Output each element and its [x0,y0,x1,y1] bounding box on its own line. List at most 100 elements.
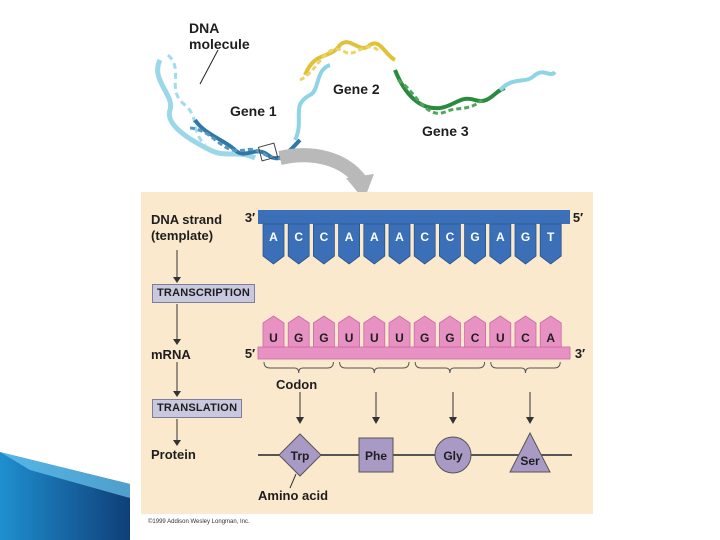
dna-base-letter: A [370,230,379,244]
mrna-base-letter: U [370,331,379,345]
amino-acid-name-trp: Trp [291,449,310,463]
flow-arrow-4-head [173,440,181,446]
dna-base-11: T [539,223,562,265]
dna-base-6: C [413,223,436,265]
mrna-base-tooth [338,315,360,348]
codon-arrow-3-head [526,417,534,424]
mrna-base-10: C [514,315,537,348]
mrna-base-tooth [363,315,386,348]
dna-strand-light-right [498,70,557,92]
dna-base-0: A [262,223,285,265]
dna-base-2: C [313,223,335,265]
dna-backbone [258,210,570,224]
mrna-base-tooth [514,315,537,348]
zoom-arrowhead [346,174,374,200]
mrna-base-letter: G [445,331,454,345]
dna-base-tooth [514,223,537,265]
mrna-base-letter: G [294,331,303,345]
dna-base-letter: A [395,230,404,244]
gene1-label: Gene 1 [230,103,277,119]
dna-base-letter: T [547,230,555,244]
mrna-base-tooth [539,315,562,348]
mrna-base-letter: U [345,331,354,345]
amino-acid-name-phe: Phe [365,449,387,463]
dna-base-tooth [388,223,411,265]
mrna-base-letter: U [395,331,404,345]
dna-base-letter: A [496,230,505,244]
mrna-backbone [257,346,571,360]
dna-strand-light-left [155,58,257,161]
dna-base-tooth [363,223,386,265]
mrna-base-2: G [313,315,335,348]
mrna-base-letter: G [319,331,328,345]
mrna-base-1: G [287,315,310,348]
dna-base-tooth [464,223,486,265]
dna-strand-label: DNA strand [151,212,223,227]
copyright-text: ©1999 Addison Wesley Longman, Inc. [148,519,250,525]
mrna-base-8: C [464,315,486,348]
gene3-strand [393,69,506,111]
mrna-base-tooth [413,315,436,348]
dna-base-9: A [489,223,512,265]
mrna-base-letter: U [496,331,505,345]
amino-acid-label: Amino acid [258,488,329,503]
gene2-strand-2 [299,45,379,82]
dna-5prime-end: 5′ [573,210,583,225]
dna-template-label: (template) [151,228,214,243]
codon-label: Codon [276,377,318,392]
mrna-base-6: G [413,315,436,348]
transcription-step-box: TRANSCRIPTION [152,284,256,303]
mrna-base-tooth [464,315,486,348]
dna-base-3: A [338,223,360,265]
dna-base-tooth [413,223,436,265]
amino-acid-square-phe [358,437,394,473]
mrna-base-tooth [489,315,512,348]
dna-base-letter: C [420,230,429,244]
dna-base-letter: C [446,230,455,244]
dna-strand-light-mid [293,63,331,141]
codon-arrow-2-head [449,417,457,424]
mrna-3prime-end: 3′ [575,346,585,361]
dna-base-tooth [262,223,285,265]
mrna-base-9: U [489,315,512,348]
dna-molecule-illustration [155,40,557,200]
dna-base-letter: G [521,230,530,244]
mrna-base-7: G [439,315,461,348]
dna-strand-light-left-2 [166,53,207,147]
mrna-base-5: U [388,315,411,348]
dna-base-5: A [388,223,411,265]
gene3-label: Gene 3 [422,123,469,139]
mrna-base-3: U [338,315,360,348]
dna-base-7: C [439,223,461,265]
dna-base-letter: G [470,230,479,244]
amino-acid-name-ser: Ser [520,454,540,468]
dna-base-tooth [489,223,512,265]
dna-base-letter: A [345,230,354,244]
mrna-base-11: A [539,315,562,348]
gene2-label: Gene 2 [333,81,380,97]
dna-base-letter: C [320,230,329,244]
dna-base-1: C [287,223,310,265]
dna-base-8: G [464,223,486,265]
mrna-base-tooth [313,315,335,348]
amino-acid-diamond-trp [278,433,322,477]
protein-label: Protein [151,447,196,462]
mrna-base-tooth [287,315,310,348]
flow-arrow-3-head [173,391,181,397]
gene1-zoom-box [257,142,279,162]
dna-base-letter: A [269,230,278,244]
codon-arrow-0-head [296,417,304,424]
flow-arrow-1-head [173,277,181,283]
zoom-arrow [278,148,366,185]
mrna-base-letter: G [420,331,429,345]
mrna-base-letter: A [546,331,555,345]
mrna-base-letter: C [471,331,480,345]
codon-brace-1 [339,361,410,374]
amino-acid-triangle-ser [509,431,551,473]
gene3-strand-2 [397,78,483,115]
dna-base-letter: C [294,230,303,244]
mrna-5prime-end: 5′ [245,346,255,361]
mrna-base-letter: C [521,331,530,345]
mrna-base-0: U [262,315,285,348]
amino-acid-pointer [289,473,297,489]
